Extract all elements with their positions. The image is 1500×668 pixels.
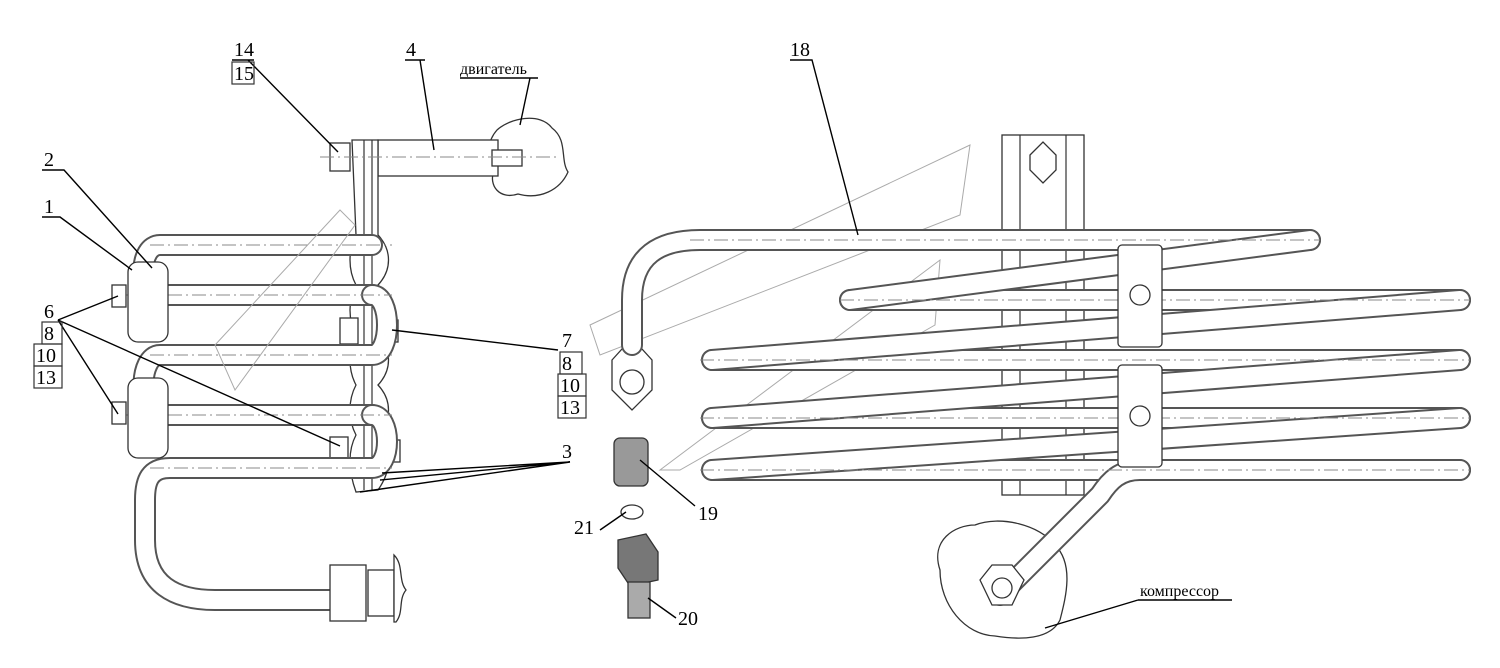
leader-20 bbox=[647, 597, 677, 619]
leader-7 bbox=[391, 329, 559, 351]
label-19: 19 bbox=[698, 503, 718, 525]
clamp-bolt bbox=[111, 401, 127, 425]
leader-1 bbox=[42, 216, 133, 271]
label-engine: двигатель bbox=[460, 61, 527, 78]
clamp-bolt bbox=[1129, 405, 1151, 427]
label-10: 10 bbox=[36, 345, 56, 367]
box-15 bbox=[231, 61, 255, 85]
leader-14 bbox=[232, 59, 339, 153]
label-8: 8 bbox=[44, 323, 54, 345]
connecting-pipe bbox=[377, 139, 499, 177]
box-13 bbox=[33, 365, 63, 389]
leader-21 bbox=[599, 511, 627, 531]
label-8-center: 8 bbox=[562, 353, 572, 375]
end-fitting-nut bbox=[329, 564, 367, 622]
leader-18 bbox=[790, 59, 859, 236]
leader-lines bbox=[42, 59, 1232, 629]
leader-engine bbox=[460, 77, 538, 126]
bolt-head bbox=[339, 317, 359, 345]
label-4: 4 bbox=[406, 39, 416, 61]
label-13-center: 13 bbox=[560, 397, 580, 419]
label-1: 1 bbox=[44, 196, 54, 218]
left-pipe-assembly bbox=[111, 117, 569, 623]
end-fitting-body bbox=[367, 569, 395, 617]
fitting-20-stem bbox=[627, 581, 651, 619]
coil-diagonal-inner bbox=[841, 231, 1319, 309]
ghost-panel bbox=[589, 144, 971, 356]
hex-nut-bore bbox=[619, 369, 645, 395]
label-20: 20 bbox=[678, 608, 698, 630]
coil-pipe-low-inner bbox=[136, 406, 396, 609]
label-14: 14 bbox=[234, 39, 254, 61]
label-21: 21 bbox=[574, 517, 594, 539]
label-10-center: 10 bbox=[560, 375, 580, 397]
coil-diagonal-inner bbox=[703, 409, 1469, 479]
adapter-19 bbox=[613, 437, 649, 487]
bracket-hex-head bbox=[1029, 141, 1057, 184]
clamp bbox=[127, 377, 169, 459]
label-7: 7 bbox=[562, 330, 572, 352]
right-pipe-assembly bbox=[589, 134, 1471, 639]
label-2: 2 bbox=[44, 149, 54, 171]
fitting-20-hex bbox=[617, 533, 659, 587]
coil-diagonal-inner bbox=[703, 351, 1469, 427]
label-boxes bbox=[33, 61, 587, 419]
clamp bbox=[127, 261, 169, 343]
label-13: 13 bbox=[36, 367, 56, 389]
end-fitting-break bbox=[393, 553, 407, 623]
leader-compressor bbox=[1044, 599, 1232, 629]
seal-ring-21 bbox=[620, 504, 644, 520]
pipe-fitting bbox=[491, 149, 523, 167]
center-parts bbox=[611, 337, 659, 619]
compressor-nut-bore bbox=[991, 577, 1013, 599]
coil-pipe-top-inner bbox=[134, 236, 381, 304]
labels: 14 15 4 двигатель 2 1 6 8 10 13 3 7 8 10… bbox=[36, 39, 1219, 630]
label-6: 6 bbox=[44, 301, 54, 323]
box-13-center bbox=[557, 395, 587, 419]
label-compressor: компрессор bbox=[1140, 583, 1219, 600]
label-18: 18 bbox=[790, 39, 810, 61]
label-3: 3 bbox=[562, 441, 572, 463]
clamp-bolt bbox=[1129, 284, 1151, 306]
leader-19 bbox=[639, 459, 696, 507]
leader-3 bbox=[359, 461, 571, 493]
leader-2 bbox=[42, 169, 153, 269]
label-15: 15 bbox=[234, 63, 254, 85]
leader-4 bbox=[405, 59, 435, 151]
coil-diagonal-inner bbox=[703, 291, 1469, 369]
clamp-bolt bbox=[111, 284, 127, 308]
ghost-strap bbox=[214, 209, 356, 391]
leader-6 bbox=[57, 295, 341, 447]
ghost-panel bbox=[658, 258, 941, 471]
